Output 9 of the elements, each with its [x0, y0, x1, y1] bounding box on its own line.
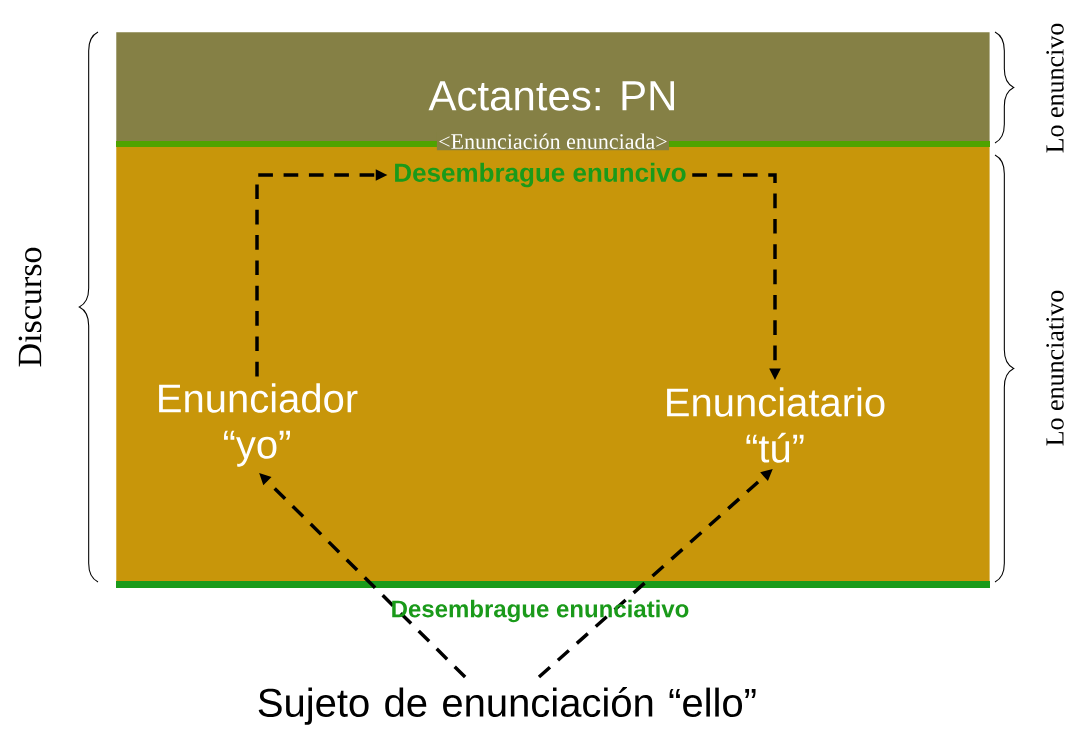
band-heading: Actantes: PN [428, 81, 674, 111]
subject-label: Sujeto de enunciación “ello” [258, 687, 756, 725]
brace-label: Lo enuncivo [1046, 23, 1064, 153]
role-label: Enunciador “yo” [159, 383, 358, 467]
section-title: Desembrague enunciativo [392, 599, 689, 623]
brace-label: Lo enunciativo [1046, 290, 1064, 446]
brace-label: Discurso [18, 247, 42, 367]
role-label: Enunciatario “tú” [667, 387, 885, 463]
section-title: Desembrague enuncivo [395, 162, 686, 188]
